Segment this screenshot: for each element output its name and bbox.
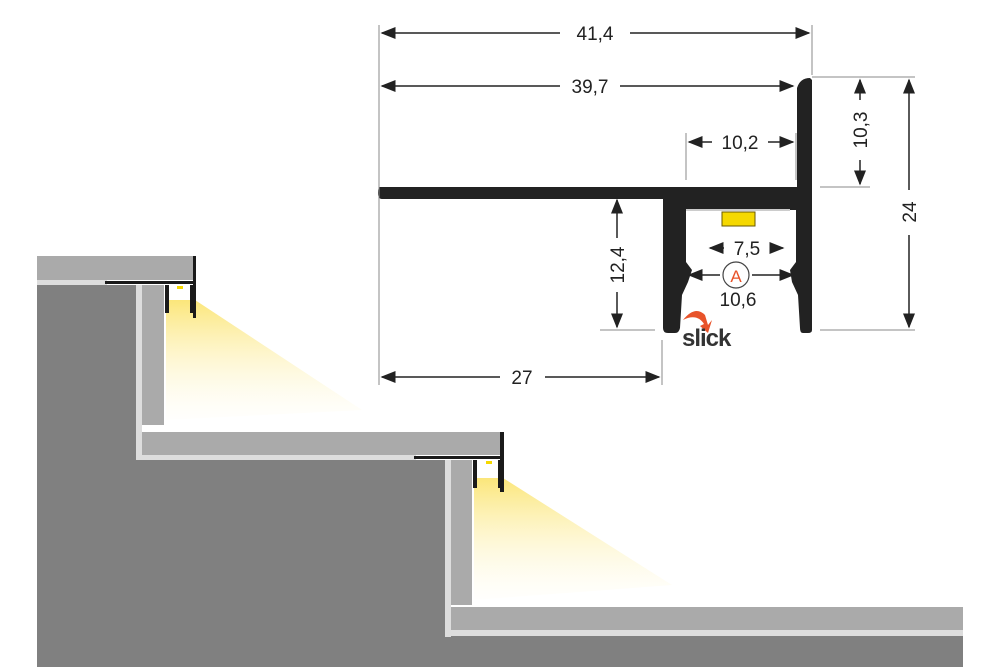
led-strip <box>721 211 756 227</box>
dim-inner-width: 10,6 <box>720 290 757 311</box>
dim-total-width: 41,4 <box>577 24 614 45</box>
dimension-lines <box>378 25 915 385</box>
wall-body <box>136 460 445 667</box>
riser-strip <box>136 285 142 460</box>
wall-body <box>37 285 136 667</box>
riser-1 <box>142 285 164 425</box>
stairs-illustration <box>37 256 963 667</box>
profile-cross-section <box>378 78 812 333</box>
dim-channel-top: 10,2 <box>722 133 759 154</box>
clip-hole <box>687 239 699 251</box>
logo-text: slick <box>682 325 732 352</box>
strip <box>445 630 963 636</box>
led-mini <box>486 461 492 464</box>
profile-mini-2-body <box>473 460 501 488</box>
dim-channel-depth: 12,4 <box>608 246 629 283</box>
tread-2 <box>142 432 503 455</box>
strip <box>136 455 416 460</box>
strip <box>37 280 107 285</box>
logo-swoosh-icon <box>683 311 712 333</box>
tread-1 <box>37 256 193 280</box>
profile-mini-1-body <box>165 285 193 313</box>
diffuser-line <box>686 209 790 211</box>
dim-total-height: 24 <box>900 201 921 223</box>
wall-body <box>445 636 963 667</box>
led-mini <box>177 286 183 289</box>
dim-upper-height: 10,3 <box>851 112 872 149</box>
dim-flange-width: 39,7 <box>572 77 609 98</box>
tread-3 <box>451 607 963 630</box>
slick-logo: slick <box>682 311 733 352</box>
marker-label: A <box>730 267 742 286</box>
light-beam-2 <box>474 478 672 600</box>
light-beam-1 <box>166 300 362 420</box>
dim-offset: 27 <box>511 368 532 389</box>
riser-2 <box>451 460 472 605</box>
profile-shape <box>378 78 812 333</box>
riser-strip <box>445 460 451 637</box>
dim-inner-slot: 7,5 <box>734 239 760 260</box>
marker-circle <box>722 261 750 289</box>
